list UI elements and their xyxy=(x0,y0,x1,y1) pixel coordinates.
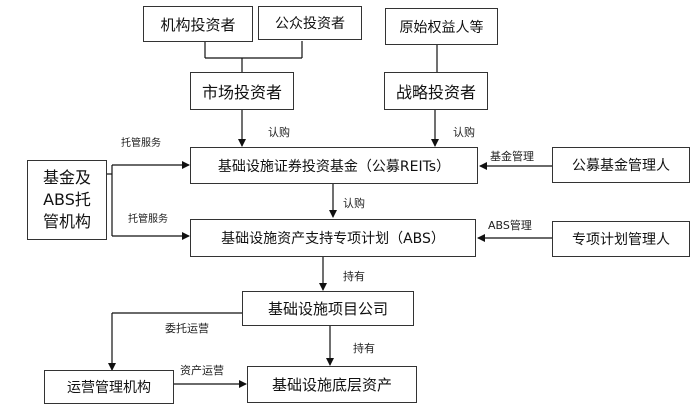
custodian-label-line-1: 基金及 xyxy=(42,168,91,187)
project-company-label: 基础设施项目公司 xyxy=(267,300,388,318)
subscribe-strategic-label: 认购 xyxy=(453,126,475,139)
asset-operation-label: 资产运营 xyxy=(180,364,224,377)
hold-company-label: 持有 xyxy=(343,270,365,283)
strategic-investors-box: 战略投资者 xyxy=(384,72,488,110)
underlying-assets-label: 基础设施底层资产 xyxy=(271,376,392,394)
operator-label: 运营管理机构 xyxy=(67,380,151,396)
plan-manager-box: 专项计划管理人 xyxy=(552,221,690,257)
underlying-assets-box: 基础设施底层资产 xyxy=(247,366,417,403)
strategic-investors-label: 战略投资者 xyxy=(395,83,476,102)
original-equity-holders-label: 原始权益人等 xyxy=(399,19,484,36)
custody-bottom-label: 托管服务 xyxy=(128,214,168,225)
public-fund-manager-box: 公募基金管理人 xyxy=(552,147,690,183)
operator-box: 运营管理机构 xyxy=(44,370,174,404)
hold-assets-label: 持有 xyxy=(353,342,375,355)
public-investors-box: 公众投资者 xyxy=(258,6,362,40)
original-equity-holders-box: 原始权益人等 xyxy=(385,8,498,45)
project-company-box: 基础设施项目公司 xyxy=(242,291,414,326)
institutional-investors-label: 机构投资者 xyxy=(160,15,236,34)
abs-management-label: ABS管理 xyxy=(488,219,532,232)
fund-management-label: 基金管理 xyxy=(490,150,534,163)
subscribe-market-label: 认购 xyxy=(268,126,290,139)
entrust-operation-label: 委托运营 xyxy=(165,322,209,335)
abs-plan-label: 基础设施资产支持专项计划（ABS） xyxy=(221,231,445,247)
abs-plan-box: 基础设施资产支持专项计划（ABS） xyxy=(190,219,476,257)
market-investors-box: 市场投资者 xyxy=(190,72,294,110)
custodian-box: 基金及 ABS托 管机构 xyxy=(27,160,107,240)
institutional-investors-box: 机构投资者 xyxy=(143,6,253,42)
plan-manager-label: 专项计划管理人 xyxy=(572,232,670,248)
subscribe-abs-label: 认购 xyxy=(343,197,365,210)
custodian-label-line-2: ABS托 xyxy=(43,190,91,209)
public-investors-label: 公众投资者 xyxy=(275,16,345,32)
public-fund-manager-label: 公募基金管理人 xyxy=(572,158,670,174)
custody-top-label: 托管服务 xyxy=(121,138,161,149)
reits-fund-box: 基础设施证券投资基金（公募REITs） xyxy=(190,147,478,184)
market-investors-label: 市场投资者 xyxy=(201,83,282,102)
reits-fund-label: 基础设施证券投资基金（公募REITs） xyxy=(217,158,451,175)
custodian-label-line-3: 管机构 xyxy=(42,212,91,231)
